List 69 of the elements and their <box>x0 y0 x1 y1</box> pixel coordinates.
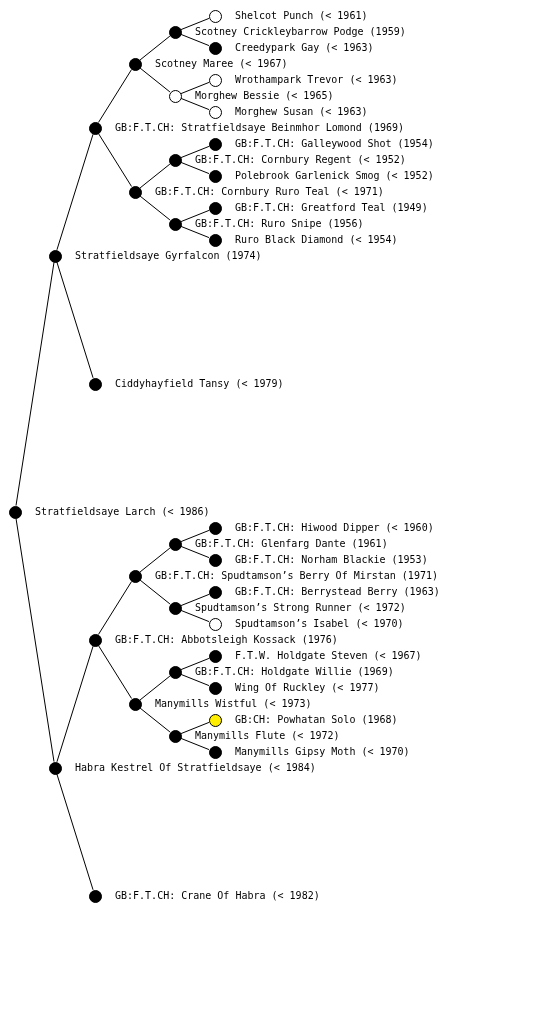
dog-name-label: GB:F.T.CH: Holdgate Willie (1969) <box>195 666 394 678</box>
dog-name-label: GB:F.T.CH: Cornbury Regent (< 1952) <box>195 154 406 166</box>
dog-name-label: GB:F.T.CH: Glenfarg Dante (1961) <box>195 538 388 550</box>
dog-name-label: GB:F.T.CH: Berrystead Berry (1963) <box>235 586 440 598</box>
connector-line <box>139 67 171 93</box>
connector-line <box>180 609 210 623</box>
dog-name-label: Ciddyhayfield Tansy (< 1979) <box>115 378 284 390</box>
connector-line <box>15 261 55 507</box>
dog-name-label: Spudtamson’s Strong Runner (< 1972) <box>195 602 406 614</box>
dog-name-label: GB:F.T.CH: Galleywood Shot (1954) <box>235 138 434 150</box>
connector-line <box>97 133 133 187</box>
connector-line <box>97 69 133 123</box>
dog-name-label: Stratfieldsaye Gyrfalcon (1974) <box>75 250 262 262</box>
dog-name-label: Manymills Flute (< 1972) <box>195 730 340 742</box>
dog-name-label: GB:F.T.CH: Ruro Snipe (1956) <box>195 218 364 230</box>
connector-line <box>180 161 210 175</box>
connector-line <box>56 773 94 891</box>
dog-name-label: Wing Of Ruckley (< 1977) <box>235 682 380 694</box>
dog-name-label: GB:F.T.CH: Crane Of Habra (< 1982) <box>115 890 320 902</box>
connector-line <box>180 97 210 111</box>
dog-name-label: GB:F.T.CH: Stratfieldsaye Beinmhor Lomond (1969) <box>115 122 404 134</box>
dog-name-label: Morghew Bessie (< 1965) <box>195 90 334 102</box>
connector-line <box>180 17 210 31</box>
dog-name-label: Ruro Black Diamond (< 1954) <box>235 234 398 246</box>
connector-line <box>180 737 210 751</box>
dog-name-label: Scotney Crickleybarrow Podge (1959) <box>195 26 406 38</box>
connector-line <box>180 545 210 559</box>
connector-line <box>139 195 171 221</box>
dog-name-label: GB:F.T.CH: Hiwood Dipper (< 1960) <box>235 522 434 534</box>
dog-name-label: GB:F.T.CH: Abbotsleigh Kossack (1976) <box>115 634 338 646</box>
connector-line <box>56 261 94 379</box>
dog-name-label: GB:F.T.CH: Greatford Teal (1949) <box>235 202 428 214</box>
dog-name-label: Manymills Gipsy Moth (< 1970) <box>235 746 410 758</box>
connector-line <box>139 707 171 733</box>
dog-name-label: Stratfieldsaye Larch (< 1986) <box>35 506 210 518</box>
dog-name-label: Shelcot Punch (< 1961) <box>235 10 368 22</box>
dog-name-label: GB:F.T.CH: Spudtamson’s Berry Of Mirstan (1971) <box>155 570 438 582</box>
connector-line <box>180 657 210 671</box>
dog-name-label: Spudtamson’s Isabel (< 1970) <box>235 618 404 630</box>
connector-line <box>180 225 210 239</box>
connector-line <box>97 645 133 699</box>
connector-line <box>97 581 133 635</box>
connector-line <box>15 517 55 763</box>
connector-line <box>180 673 210 687</box>
connector-line <box>139 675 171 701</box>
connector-line <box>180 145 210 159</box>
connector-line <box>56 645 94 763</box>
dog-name-label: Morghew Susan (< 1963) <box>235 106 368 118</box>
connector-line <box>180 593 210 607</box>
dog-name-label: GB:F.T.CH: Cornbury Ruro Teal (< 1971) <box>155 186 384 198</box>
dog-name-label: Manymills Wistful (< 1973) <box>155 698 312 710</box>
dog-name-label: GB:CH: Powhatan Solo (1968) <box>235 714 398 726</box>
connector-line <box>139 35 171 61</box>
connector-line <box>139 547 171 573</box>
connector-line <box>180 33 210 47</box>
dog-name-label: GB:F.T.CH: Norham Blackie (1953) <box>235 554 428 566</box>
dog-name-label: Wrothampark Trevor (< 1963) <box>235 74 398 86</box>
connector-line <box>56 133 94 251</box>
connector-line <box>139 163 171 189</box>
connector-line <box>180 721 210 735</box>
dog-name-label: F.T.W. Holdgate Steven (< 1967) <box>235 650 422 662</box>
connector-line <box>180 209 210 223</box>
connector-line <box>139 579 171 605</box>
connector-line <box>180 81 210 95</box>
connector-line <box>180 529 210 543</box>
dog-name-label: Creedypark Gay (< 1963) <box>235 42 374 54</box>
dog-name-label: Polebrook Garlenick Smog (< 1952) <box>235 170 434 182</box>
dog-name-label: Scotney Maree (< 1967) <box>155 58 288 70</box>
dog-name-label: Habra Kestrel Of Stratfieldsaye (< 1984) <box>75 762 316 774</box>
